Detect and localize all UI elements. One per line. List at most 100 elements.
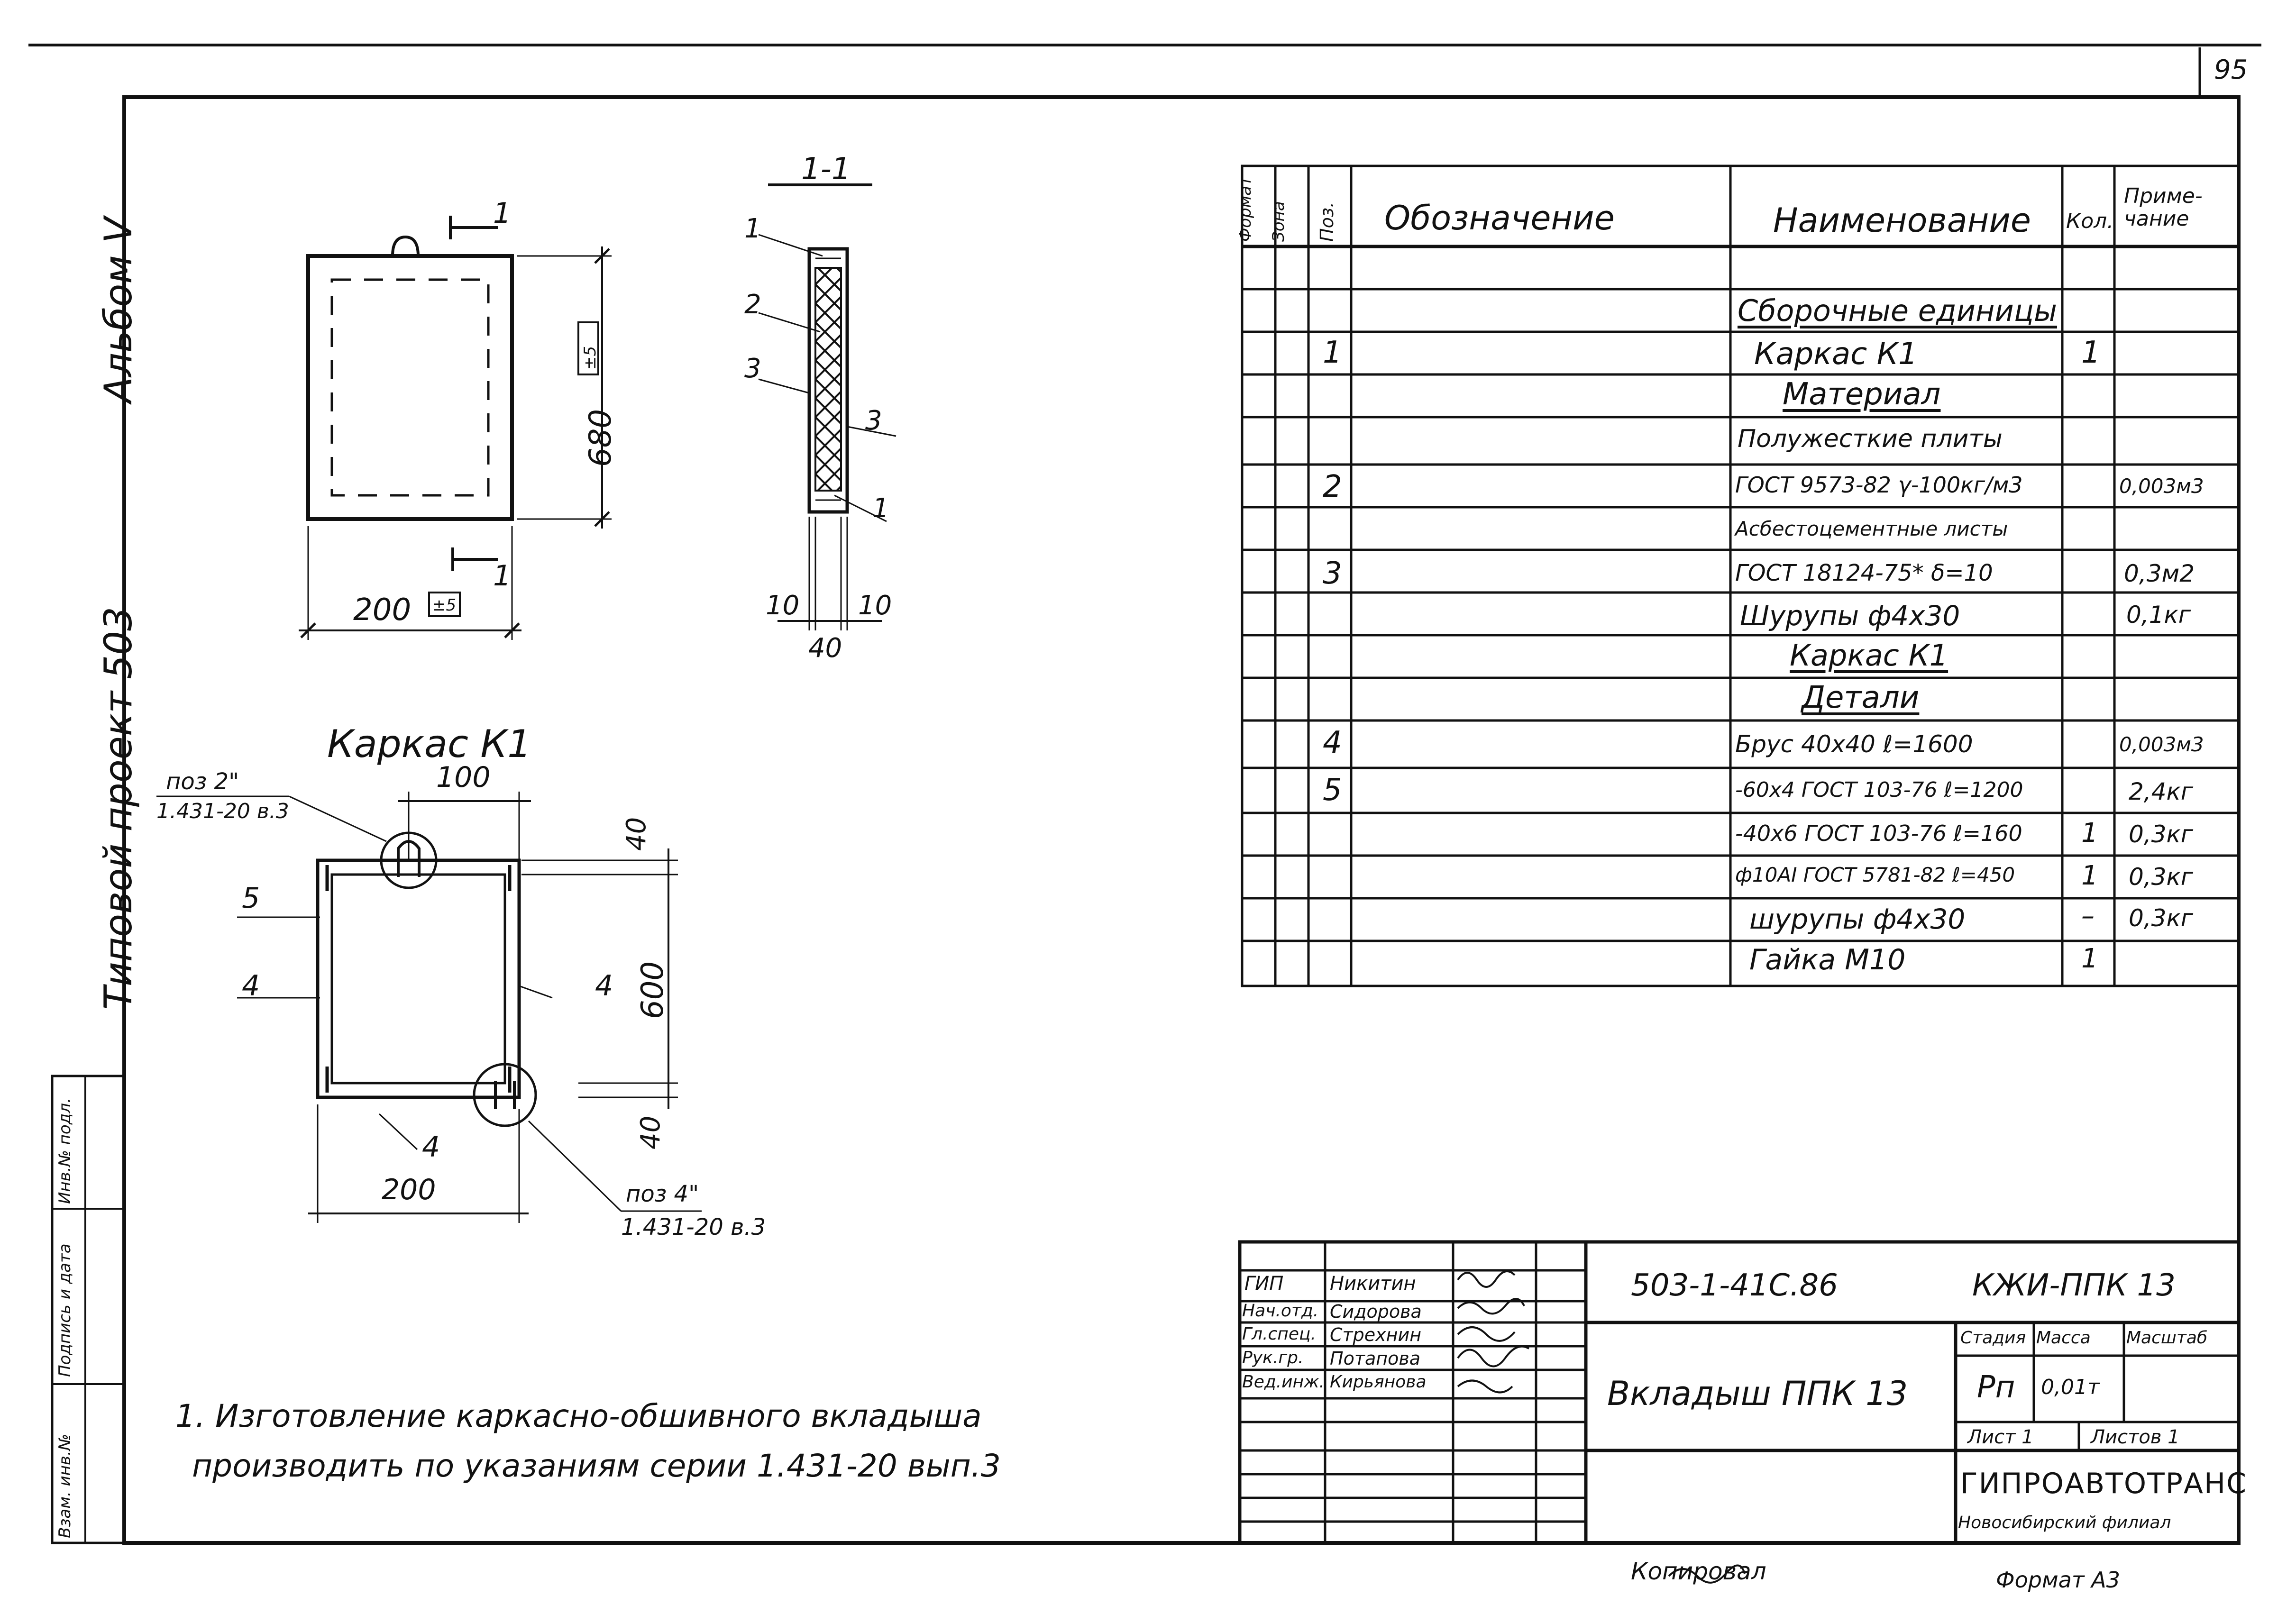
row-note: 2,4кг <box>2129 778 2193 805</box>
row-qty: – <box>2081 901 2095 931</box>
sheets-label: Листов 1 <box>2091 1426 2180 1448</box>
note-line-1: 1. Изготовление каркасно-обшивного вклад… <box>175 1398 982 1434</box>
person-role: Нач.отд. <box>1242 1301 1319 1321</box>
row-name: Гайка М10 <box>1749 943 1906 976</box>
row-note: 0,1кг <box>2126 601 2191 629</box>
col-note-1: Приме- <box>2124 184 2203 208</box>
person-name: Кирьянова <box>1330 1372 1427 1392</box>
person-role: Гл.спец. <box>1242 1324 1316 1344</box>
org-name: ГИПРОАВТОТРАНС <box>1960 1467 2247 1500</box>
frame-pos-4-bottom: 4 <box>422 1131 440 1164</box>
row-name: Сборочные единицы <box>1738 293 2058 328</box>
mass-label: Масса <box>2036 1328 2091 1348</box>
section-dim-total: 40 <box>808 633 842 664</box>
section-callout-1: 1 <box>744 213 761 244</box>
note-line-2: производить по указаниям серии 1.431-20 … <box>192 1448 1001 1484</box>
project-label: Типовой проект 503 <box>96 607 140 1010</box>
section-callout-3b: 3 <box>865 405 882 436</box>
scale-label: Масштаб <box>2126 1328 2208 1348</box>
row-note: 0,3кг <box>2129 904 2193 932</box>
row-name: Детали <box>1802 680 1920 715</box>
stamp-replace-inv: Взам. инв.№ <box>55 1433 74 1538</box>
section-callout-3a: 3 <box>744 353 761 384</box>
section-view <box>758 183 896 630</box>
row-name: Асбестоцементные листы <box>1735 517 2008 540</box>
stage-value: Рп <box>1977 1370 2015 1405</box>
row-note: 0,3м2 <box>2124 560 2195 587</box>
person-role: Рук.гр. <box>1242 1348 1304 1368</box>
row-name: Материал <box>1783 377 1941 412</box>
col-qty: Кол. <box>2066 209 2114 233</box>
frame-pos-4-right: 4 <box>595 969 613 1003</box>
copied-label: Копировал <box>1631 1558 1766 1585</box>
frame-ref-top-2: 1.431-20 в.3 <box>156 799 289 823</box>
stage-label: Стадия <box>1960 1328 2026 1348</box>
person-role: Вед.инж. <box>1242 1372 1325 1392</box>
row-name: Шурупы ф4х30 <box>1740 600 1960 632</box>
frame-bottom-dim: 200 <box>382 1173 436 1206</box>
row-name: Брус 40х40 ℓ=1600 <box>1735 730 1973 758</box>
row-name: ф10АI ГОСТ 5781-82 ℓ=450 <box>1735 863 2015 886</box>
row-name: Каркас К1 <box>1754 337 1918 372</box>
row-pos: 4 <box>1323 725 1342 760</box>
album-label: Альбом V <box>96 217 140 403</box>
doc-title: Вкладыш ППК 13 <box>1607 1374 1908 1413</box>
row-note: 0,3кг <box>2129 863 2193 891</box>
section-callout-2: 2 <box>744 289 761 320</box>
frame-top-dim: 100 <box>436 761 491 794</box>
person-name: Потапова <box>1330 1348 1421 1369</box>
row-name: Полужесткие плиты <box>1738 425 2003 453</box>
sheet-label: Лист 1 <box>1967 1426 2034 1448</box>
side-stamp <box>51 1075 126 1544</box>
row-name: шурупы ф4х30 <box>1749 903 1966 935</box>
signatures <box>1457 1270 1746 1584</box>
person-name: Стрехнин <box>1330 1324 1422 1345</box>
person-name: Никитин <box>1330 1273 1416 1295</box>
row-qty: 1 <box>2081 943 2098 974</box>
row-pos: 1 <box>1323 335 1342 370</box>
row-pos: 5 <box>1323 773 1342 808</box>
height-tol: ±5 <box>581 346 600 370</box>
col-pos: Поз. <box>1317 201 1337 242</box>
col-zone: Зона <box>1269 201 1288 242</box>
title-block-grid <box>1238 1240 2241 1545</box>
stamp-signature-date: Подпись и дата <box>55 1243 74 1377</box>
row-qty: 1 <box>2081 335 2101 370</box>
frame-title: Каркас К1 <box>327 722 532 766</box>
section-mark-bottom: 1 <box>493 559 512 593</box>
row-note: 0,003м3 <box>2119 474 2204 498</box>
frame-ref-bottom-2: 1.431-20 в.3 <box>621 1214 766 1240</box>
frame-dim-40-bottom: 40 <box>635 1115 666 1149</box>
frame-pos-4-left: 4 <box>242 969 260 1003</box>
frame-dim-40-top: 40 <box>621 817 652 851</box>
row-qty: 1 <box>2081 860 2098 891</box>
page-number: 95 <box>2214 55 2248 85</box>
frame-dim-600: 600 <box>635 961 670 1019</box>
doc-code: 503-1-41С.86 <box>1631 1268 1838 1303</box>
row-qty: 1 <box>2081 818 2098 848</box>
person-role: ГИП <box>1244 1273 1284 1295</box>
section-dim-right: 10 <box>858 590 892 621</box>
doc-mark: КЖИ-ППК 13 <box>1972 1268 2176 1303</box>
width-dim: 200 <box>353 593 412 628</box>
stamp-inv-no: Инв.№ подл. <box>55 1098 74 1204</box>
frame-pos-5: 5 <box>242 882 260 915</box>
frame-ref-bottom-1: поз 4" <box>626 1181 699 1207</box>
row-name: ГОСТ 18124-75* δ=10 <box>1735 560 1993 586</box>
section-dim-left: 10 <box>766 590 800 621</box>
row-name: -40х6 ГОСТ 103-76 ℓ=160 <box>1735 821 2022 846</box>
row-note: 0,3кг <box>2129 821 2193 848</box>
section-callout-1b: 1 <box>872 493 889 524</box>
person-name: Сидорова <box>1330 1301 1422 1322</box>
row-name: ГОСТ 9573-82 γ-100кг/м3 <box>1735 472 2023 498</box>
row-name: -60х4 ГОСТ 103-76 ℓ=1200 <box>1735 778 2023 802</box>
org-branch: Новосибирский филиал <box>1958 1513 2171 1532</box>
col-note-2: чание <box>2124 207 2189 231</box>
section-title: 1-1 <box>801 152 851 187</box>
width-tol: ±5 <box>432 596 457 615</box>
row-pos: 2 <box>1323 469 1342 504</box>
frame-view <box>156 792 702 1223</box>
row-name: Каркас К1 <box>1790 638 1948 673</box>
section-mark-top: 1 <box>493 197 512 230</box>
